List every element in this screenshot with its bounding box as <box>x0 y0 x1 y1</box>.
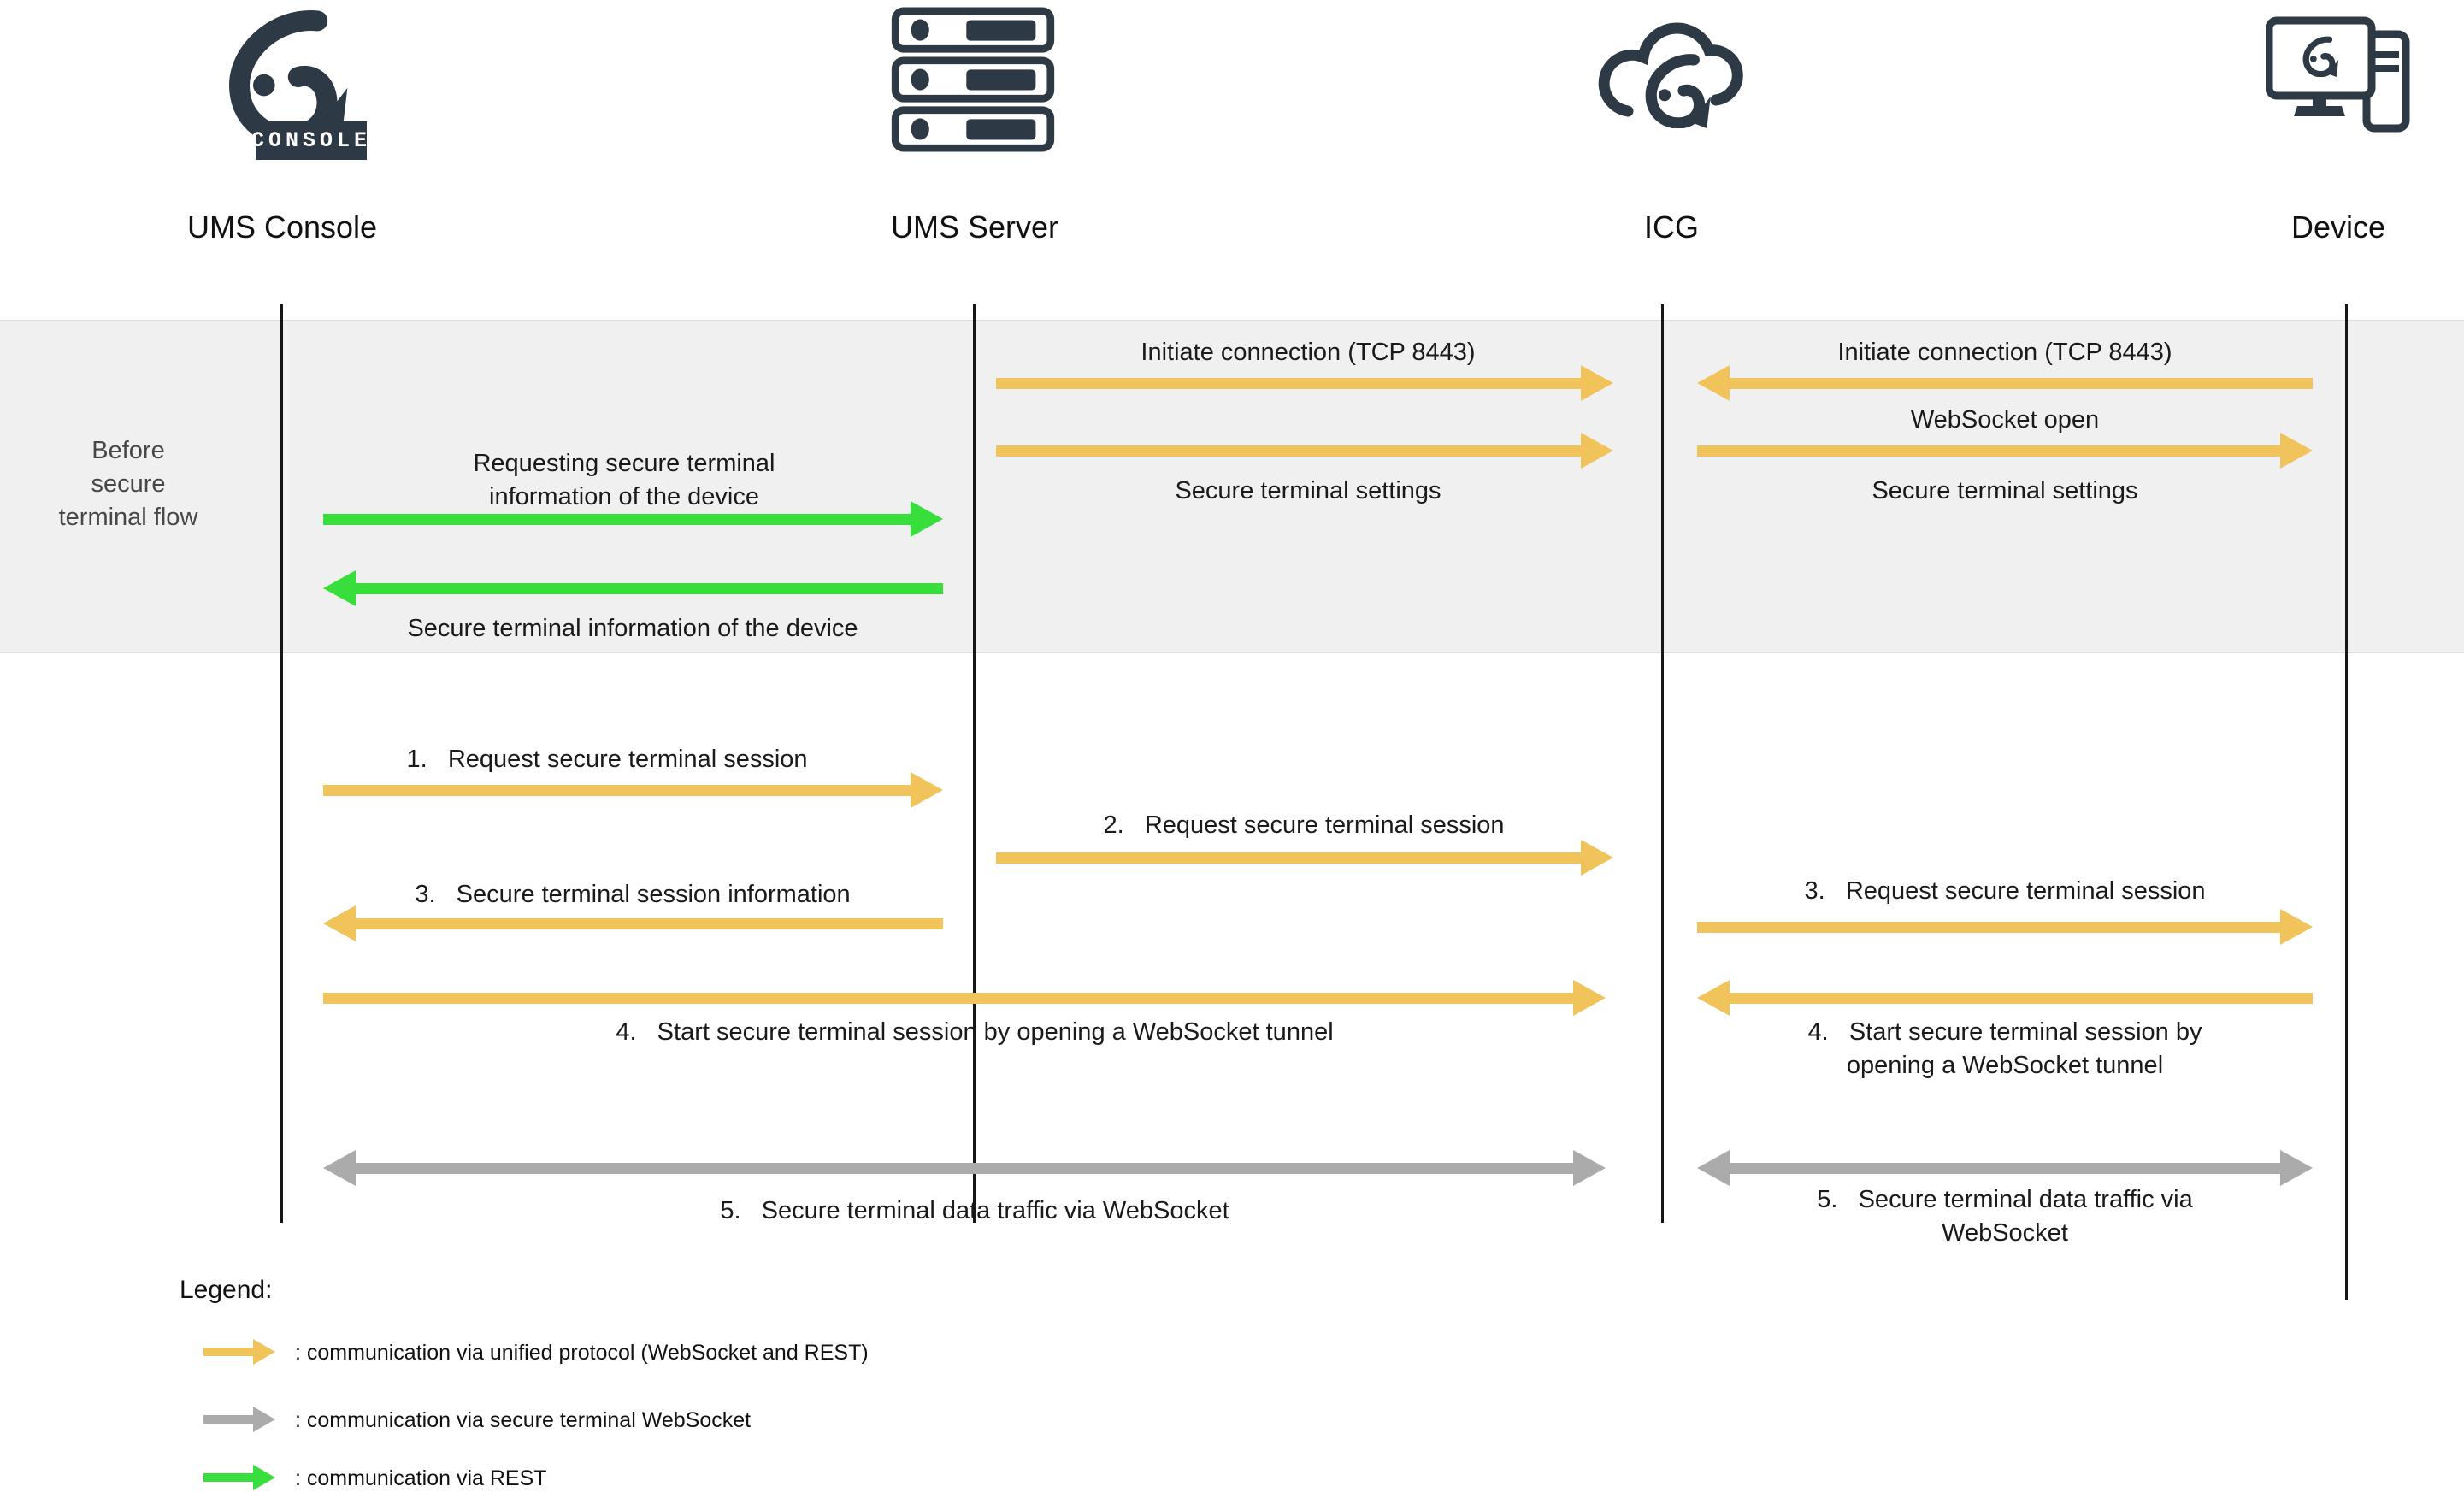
device-icon <box>2266 16 2410 133</box>
legend-secure-terminal-websocket-arrow-icon <box>203 1407 275 1432</box>
ums-server-icon <box>891 7 1055 152</box>
msg-step3-left: 3. Secure terminal session information <box>415 881 851 908</box>
participant-label-icg: ICG <box>1643 209 1699 245</box>
msg-step4-long: 4. Start secure terminal session by open… <box>616 1018 1334 1046</box>
lifeline-ums-server <box>973 304 976 1223</box>
msg-step5-long: 5. Secure terminal data traffic via WebS… <box>720 1197 1229 1224</box>
msg-requesting-info: Requesting secure terminal information o… <box>473 450 782 510</box>
arrow-initiate-device-icg <box>1697 365 2313 401</box>
lifeline-icg <box>1661 304 1664 1223</box>
arrow-info-of-device <box>323 570 943 606</box>
participant-label-ums-console: UMS Console <box>186 209 378 245</box>
arrow-step5-right <box>1697 1150 2313 1186</box>
arrow-websocket-open <box>1697 433 2313 469</box>
msg-settings-icg-device: Secure terminal settings <box>1872 477 2138 504</box>
legend-secure-terminal-websocket-label: : communication via secure terminal WebS… <box>295 1408 752 1432</box>
arrow-requesting-info <box>323 501 943 537</box>
msg-step3-right: 3. Request secure terminal session <box>1804 877 2206 905</box>
lifeline-device <box>2345 304 2348 1300</box>
msg-initiate-ums-icg: Initiate connection (TCP 8443) <box>1141 339 1476 366</box>
msg-step1: 1. Request secure terminal session <box>406 746 808 773</box>
msg-info-of-device: Secure terminal information of the devic… <box>407 615 858 642</box>
msg-step2: 2. Request secure terminal session <box>1103 811 1505 839</box>
console-badge: CONSOLE <box>251 121 367 160</box>
icg-cloud-icon <box>1598 22 1743 156</box>
arrow-initiate-ums-icg <box>996 365 1613 401</box>
arrow-step1 <box>323 772 943 808</box>
msg-step4-right: 4. Start secure terminal session by open… <box>1807 1018 2209 1079</box>
legend-rest-arrow-icon <box>203 1465 275 1490</box>
participant-label-ums-server: UMS Server <box>890 209 1059 245</box>
legend-rest-label: : communication via REST <box>295 1466 547 1490</box>
arrow-step2 <box>996 840 1613 876</box>
arrow-step4-right <box>1697 980 2313 1016</box>
legend-unified-protocol-label: : communication via unified protocol (We… <box>295 1341 869 1365</box>
legend-title: Legend: <box>180 1276 273 1304</box>
msg-initiate-device-icg: Initiate connection (TCP 8443) <box>1837 339 2172 366</box>
msg-settings-ums-icg: Secure terminal settings <box>1175 477 1441 504</box>
msg-websocket-open: WebSocket open <box>1910 406 2100 434</box>
participant-label-device: Device <box>2290 209 2386 245</box>
arrow-step3-right <box>1697 909 2313 945</box>
lifeline-ums-console <box>280 304 283 1223</box>
arrow-step4-long <box>323 980 1606 1016</box>
before-flow-label: Before secure terminal flow <box>58 437 198 531</box>
arrow-step5-long <box>323 1150 1606 1186</box>
before-flow-band <box>0 320 2464 653</box>
msg-step5-right: 5. Secure terminal data traffic via WebS… <box>1817 1186 2200 1247</box>
arrow-settings-ums-icg <box>996 433 1613 469</box>
legend-unified-protocol-arrow-icon <box>203 1339 275 1365</box>
arrow-step3-left <box>323 905 943 941</box>
